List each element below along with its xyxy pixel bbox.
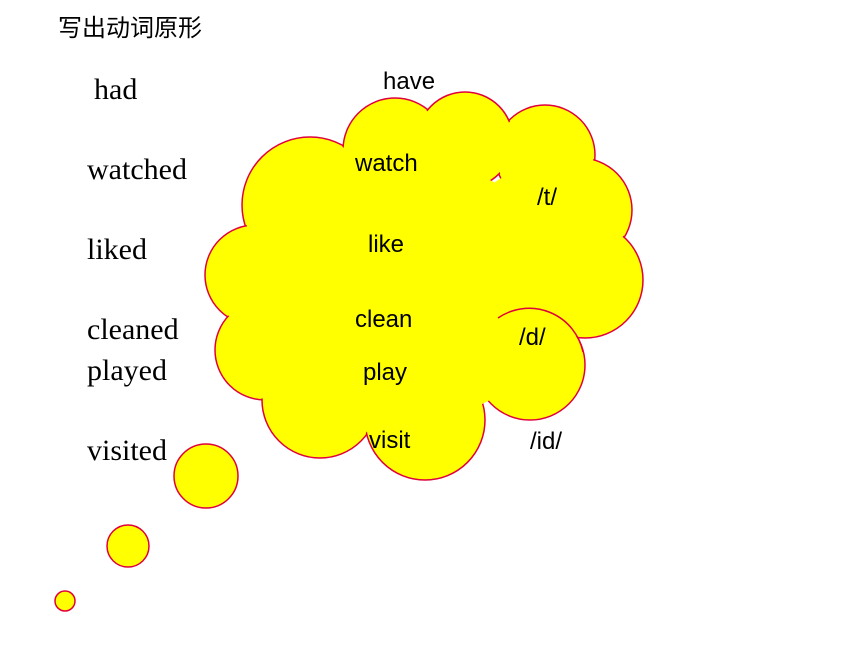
base-form-like: like [368, 231, 405, 258]
sound-d: /d/ [519, 324, 546, 351]
thought-bubbles [54, 443, 239, 612]
past-form-liked: liked [87, 233, 147, 266]
base-form-have: have [383, 68, 436, 95]
thought-bubble-small [54, 590, 76, 612]
past-form-had: had [94, 73, 138, 106]
sound-id: /id/ [530, 428, 563, 455]
base-form-clean: clean [355, 306, 413, 333]
past-form-cleaned: cleaned [87, 313, 179, 346]
base-form-play: play [363, 359, 408, 386]
base-form-watch: watch [355, 150, 418, 177]
sound-t: /t/ [537, 184, 558, 211]
past-form-visited: visited [87, 434, 167, 467]
thought-cloud [204, 91, 644, 481]
thought-bubble-medium [106, 524, 150, 568]
past-form-watched: watched [87, 153, 187, 186]
past-form-played: played [87, 354, 167, 387]
thought-bubble-large [173, 443, 239, 509]
slide-title: 写出动词原形 [58, 14, 202, 42]
base-form-visit: visit [369, 427, 411, 454]
